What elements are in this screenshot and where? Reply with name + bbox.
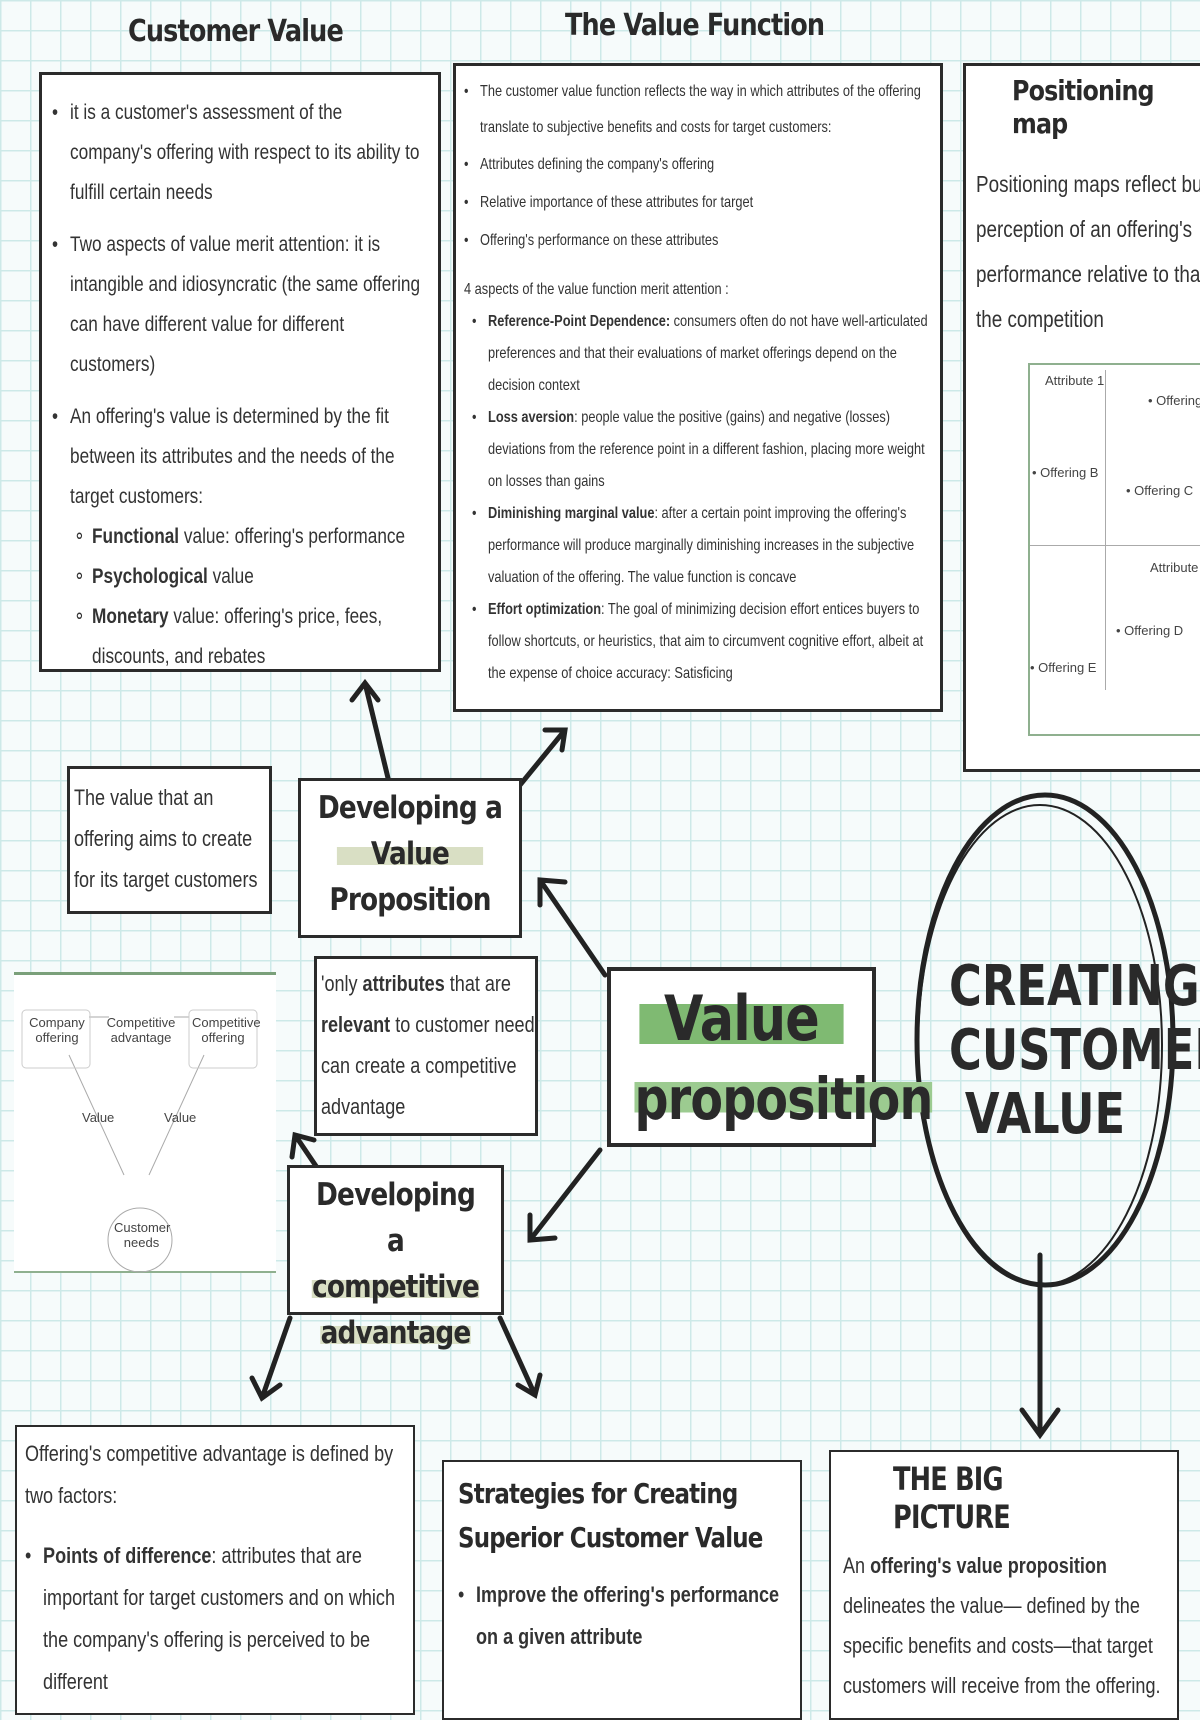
value-function-title: The Value Function [565, 8, 825, 43]
big-picture-title: THE BIG PICTURE [893, 1460, 1011, 1536]
big-picture-box: THE BIG PICTURE An offering's value prop… [829, 1450, 1179, 1720]
aspects-heading: 4 aspects of the value function merit at… [464, 281, 729, 298]
arrow-to-dev-value-prop [537, 877, 608, 978]
value-proposition-box: Value proposition [607, 967, 933, 1147]
label: Value [639, 982, 844, 1055]
text: value: offering's price, fees, discounts… [92, 605, 383, 668]
value-label: Value [82, 1110, 115, 1125]
sub-item: Offering's performance on these attribut… [464, 222, 932, 260]
bullet: Points of difference: attributes that ar… [25, 1535, 405, 1703]
value-label: Value [164, 1110, 197, 1125]
big-picture-text: An offering's value proposition delineat… [843, 1553, 1161, 1698]
aspect-text: : The goal of minimizing decision effort… [488, 601, 924, 682]
label: Developing a [317, 790, 503, 826]
value-definition: The value that an offering aims to creat… [74, 785, 258, 892]
label: Proposition [329, 882, 491, 918]
strategies-box: Strategies for Creating Superior Custome… [442, 1460, 802, 1720]
only-attributes-box: 'only attributes that are relevant to cu… [314, 956, 538, 1136]
dev-comp-adv-box: Developing a competitive advantage [287, 1165, 504, 1351]
arrow-to-dev-comp-adv [527, 1147, 603, 1243]
aspect-text: : after a certain point improving the of… [488, 505, 915, 586]
label: proposition [634, 1065, 933, 1133]
label: Value [336, 836, 484, 872]
bullet: Improve the offering's performance on a … [458, 1574, 786, 1658]
company-offering: Company offering [29, 1015, 85, 1045]
aspect-name: Effort optimization [488, 601, 602, 618]
aspect-text: consumers often do not have well-articul… [488, 313, 928, 394]
psychological: Psychological [92, 565, 208, 588]
bullet: Two aspects of value merit attention: it… [52, 225, 428, 385]
comp-adv-intro: Offering's competitive advantage is defi… [25, 1441, 394, 1508]
label: Developing a [316, 1177, 476, 1259]
axis-label-1: Attribute 1 [1045, 373, 1105, 388]
offering-e: • Offering E [1030, 660, 1097, 675]
text: value [207, 565, 254, 588]
comp-adv-definition-box: Offering's competitive advantage is defi… [15, 1425, 415, 1715]
competitive-advantage-diagram: Company offering Competitive advantage C… [14, 972, 276, 1273]
sub-item: Relative importance of these attributes … [464, 184, 932, 222]
label: competitive [312, 1269, 480, 1305]
sub-item: Attributes defining the company's offeri… [464, 146, 932, 184]
arrow-to-comp-adv-box [249, 1315, 293, 1402]
positioning-text: Positioning maps reflect buyer perceptio… [976, 171, 1200, 332]
creating-customer-value-title: CREATINGCUSTOMERVALUE [949, 954, 1200, 1147]
arrow-to-customer-value [349, 678, 391, 781]
intro: The customer value function reflects the… [464, 74, 932, 146]
aspect-name: Reference-Point Dependence: [488, 313, 671, 330]
customer-value-title: Customer Value [128, 14, 344, 49]
value-function-box: The customer value function reflects the… [453, 63, 943, 712]
strategies-title: Strategies for Creating Superior Custome… [458, 1477, 763, 1554]
offering-d: • Offering D [1116, 623, 1184, 638]
bullet: An offering's value is determined by the… [52, 397, 428, 517]
aspect-name: Loss aversion [488, 409, 575, 426]
functional: Functional [92, 525, 180, 548]
customer-value-box: it is a customer's assessment of the com… [39, 72, 441, 672]
aspect-name: Diminishing marginal value [488, 505, 655, 522]
aspect-text: : people value the positive (gains) and … [488, 409, 925, 490]
positioning-title: Positioning map [1012, 74, 1155, 140]
offering-b: • Offering B [1032, 465, 1099, 480]
bullet: it is a customer's assessment of the com… [52, 93, 428, 213]
offering-a: • Offering [1148, 393, 1200, 408]
label: advantage [320, 1315, 471, 1351]
arrow-to-value-function [517, 727, 568, 788]
offering-c: • Offering C [1126, 483, 1194, 498]
text: value: offering's performance [179, 525, 406, 548]
dev-value-prop-box: Developing a Value Proposition [298, 778, 522, 938]
competitive-advantage: Competitive advantage [106, 1015, 176, 1045]
axis-label-2: Attribute [1150, 560, 1199, 575]
monetary: Monetary [92, 605, 169, 628]
only-attributes-text: 'only attributes that are relevant to cu… [321, 971, 538, 1119]
value-definition-box: The value that an offering aims to creat… [67, 766, 272, 914]
customer-needs: Customer needs [114, 1220, 171, 1250]
positioning-map-box: Positioning map Positioning maps reflect… [963, 63, 1200, 772]
competitive-offering: Competitive offering [192, 1015, 261, 1045]
positioning-chart: Attribute 1 Attribute • Offering • Offer… [1028, 363, 1200, 736]
arrow-to-strategies [497, 1315, 543, 1399]
